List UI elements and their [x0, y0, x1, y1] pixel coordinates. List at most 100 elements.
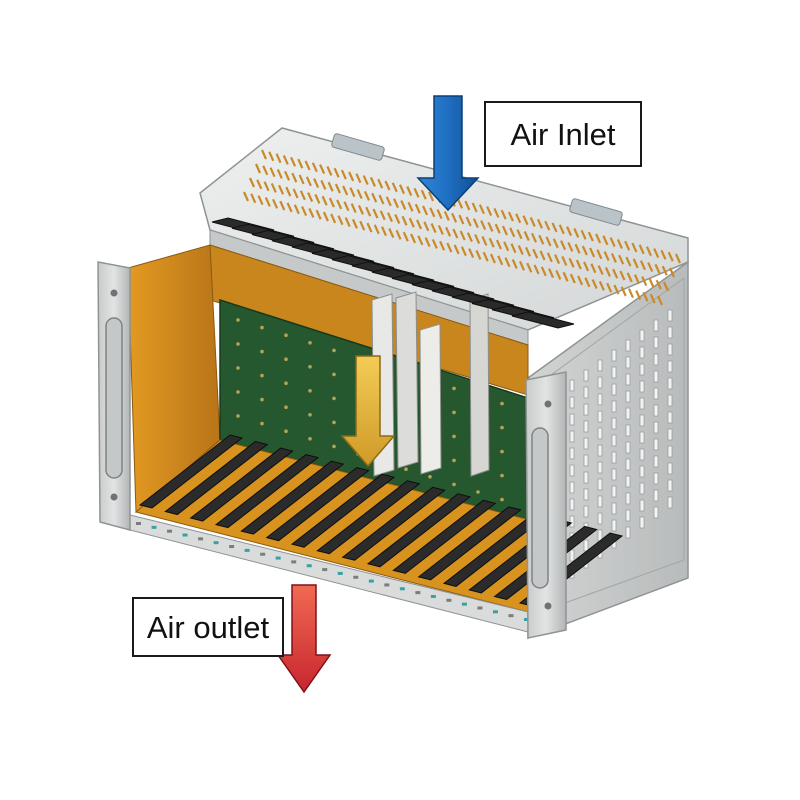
backplane-component — [308, 341, 312, 345]
top-vent-slot — [262, 165, 269, 176]
top-vent-slot — [385, 196, 392, 207]
top-vent-slot — [327, 181, 334, 192]
top-vent-slot — [459, 230, 466, 241]
front-flange-left — [97, 261, 131, 531]
top-vent-slot — [279, 200, 286, 211]
side-vent-slot — [625, 458, 631, 471]
side-vent-slot — [583, 420, 589, 433]
top-vent-slot — [538, 234, 545, 245]
top-vent-slot — [446, 242, 453, 253]
top-vent-slot — [569, 273, 576, 284]
top-vent-slot — [328, 197, 335, 208]
top-vent-slot — [489, 253, 496, 264]
top-vent-slot — [475, 249, 482, 260]
lower-card-guide — [290, 473, 396, 548]
top-vent-slot — [439, 240, 446, 251]
upper-card-guides — [211, 217, 575, 329]
rail-marker — [306, 564, 312, 568]
top-vent-slot — [402, 231, 409, 242]
backplane-component — [284, 429, 288, 434]
top-vent-slot — [457, 198, 464, 209]
backplane-component — [236, 318, 240, 322]
top-vent-slot — [350, 203, 357, 213]
top-vent-slot — [293, 204, 300, 215]
top-vent-slot — [583, 261, 590, 272]
top-vent-slot — [584, 277, 591, 288]
top-vent-slot — [275, 153, 282, 164]
top-vent-slot — [654, 263, 661, 274]
rail-marker — [136, 522, 141, 525]
backplane-component — [260, 397, 264, 402]
rail-marker — [492, 610, 498, 614]
top-vent-slot — [551, 222, 558, 233]
top-vent-slot — [319, 164, 326, 175]
side-vent-slot — [625, 441, 631, 454]
rail-marker — [384, 583, 390, 587]
top-vent-slot — [667, 251, 674, 262]
side-vent-slot — [653, 455, 659, 468]
top-vent-slot — [282, 155, 289, 165]
side-vent-slot — [653, 489, 659, 502]
top-vent-slot — [443, 210, 450, 221]
side-vent-slot — [625, 390, 631, 403]
top-vent-slots — [242, 149, 682, 306]
upper-card-guide — [511, 311, 575, 329]
top-vent-slot — [344, 217, 351, 227]
side-vent-slot — [625, 509, 631, 522]
top-vent-slot — [321, 195, 328, 206]
handle-left — [105, 317, 123, 479]
top-vent-slot — [398, 184, 406, 195]
top-vent-slot — [298, 174, 305, 185]
backplane-component — [332, 396, 336, 401]
rail-marker — [353, 575, 359, 579]
side-vent-slot — [653, 353, 659, 366]
rail-marker — [508, 614, 514, 618]
top-vent-slot — [516, 229, 523, 240]
top-vent-slot — [566, 226, 573, 237]
top-vent-slot — [613, 284, 620, 295]
rail-marker — [524, 618, 529, 621]
top-vent-slot — [349, 187, 356, 198]
top-vent-slot — [366, 222, 373, 233]
top-vent-slot — [372, 208, 379, 219]
top-vent-slot — [609, 237, 616, 248]
top-vent-slot — [668, 267, 676, 278]
top-vent-slot — [422, 205, 429, 216]
top-vent-slot — [493, 207, 500, 218]
rail-marker — [337, 571, 343, 575]
top-vent-slot — [482, 251, 489, 262]
top-vent-slot — [638, 244, 645, 255]
top-vent-slot — [648, 277, 655, 288]
top-vent-slot — [436, 209, 443, 220]
top-vent-slot — [272, 198, 279, 209]
side-vent-slot — [597, 444, 603, 457]
side-vent-slot — [653, 404, 659, 417]
top-vent-slot — [308, 207, 315, 218]
top-vent-slot — [560, 240, 567, 251]
top-vent-slot — [649, 293, 656, 304]
top-vent-slot — [301, 206, 308, 217]
top-vent-slot — [452, 228, 459, 239]
side-vent-slot — [667, 360, 673, 373]
rail-marker — [275, 556, 281, 560]
top-vent-slot — [362, 175, 369, 185]
backplane-component — [500, 425, 504, 430]
top-vent-slot — [342, 185, 349, 196]
top-vent-slot — [517, 245, 524, 255]
top-vent-slot — [530, 232, 538, 243]
side-vent-slot — [639, 482, 645, 495]
top-vent-slot — [478, 204, 485, 215]
lower-card-guide — [265, 467, 370, 542]
top-vent-slot — [510, 243, 517, 254]
top-vent-slot — [363, 190, 370, 201]
top-vent-slot — [373, 224, 380, 235]
side-vent-slot — [667, 343, 673, 356]
top-vent-slot — [334, 183, 341, 194]
front-flange-right — [525, 371, 567, 639]
top-vent-slot — [269, 167, 276, 178]
rail-marker — [260, 552, 266, 556]
rail-marker — [182, 533, 188, 537]
top-vent-slot — [307, 192, 314, 203]
backplane-component — [452, 458, 456, 463]
top-vent-slot — [286, 202, 293, 213]
